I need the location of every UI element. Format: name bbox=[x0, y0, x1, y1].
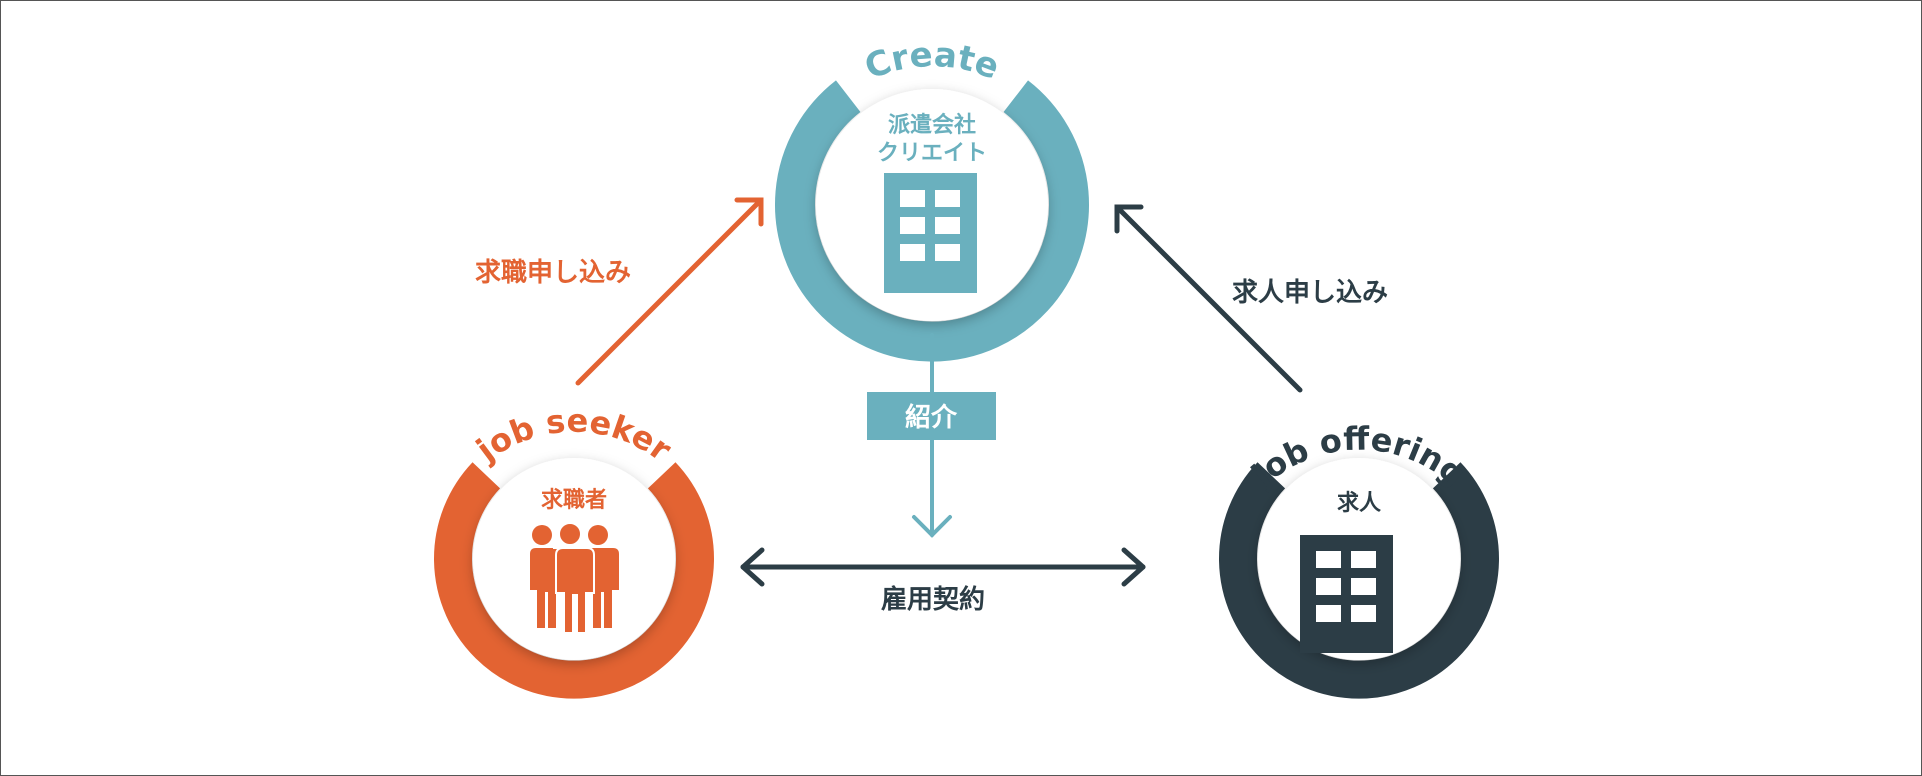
job-posting-label: 求人申し込み bbox=[1232, 278, 1388, 308]
create-node: Create 派遣会社 クリエイト bbox=[775, 35, 1089, 362]
create-label-line2: クリエイト bbox=[877, 141, 987, 166]
building-icon bbox=[884, 173, 977, 293]
application-arrow bbox=[575, 197, 764, 386]
job-offering-label: 求人 bbox=[1337, 491, 1381, 516]
job-offering-ring bbox=[1219, 462, 1499, 699]
job-seeker-node: job seeker 求職者 bbox=[434, 402, 714, 699]
introduction-badge bbox=[867, 392, 996, 440]
create-title: Create bbox=[860, 35, 1005, 88]
job-posting-arrow bbox=[1114, 204, 1303, 393]
job-seeker-ring bbox=[434, 462, 714, 699]
employment-contract-label: 雇用契約 bbox=[881, 584, 985, 615]
job-offering-node: job offering 求人 bbox=[1219, 419, 1499, 699]
job-seeker-label: 求職者 bbox=[541, 487, 607, 513]
building-icon bbox=[1300, 535, 1393, 653]
people-icon bbox=[527, 522, 619, 634]
application-label: 求職申し込み bbox=[475, 258, 631, 288]
employment-contract-arrow bbox=[740, 547, 1146, 587]
introduction-label: 紹介 bbox=[905, 402, 958, 433]
create-label-line1: 派遣会社 bbox=[888, 112, 976, 138]
